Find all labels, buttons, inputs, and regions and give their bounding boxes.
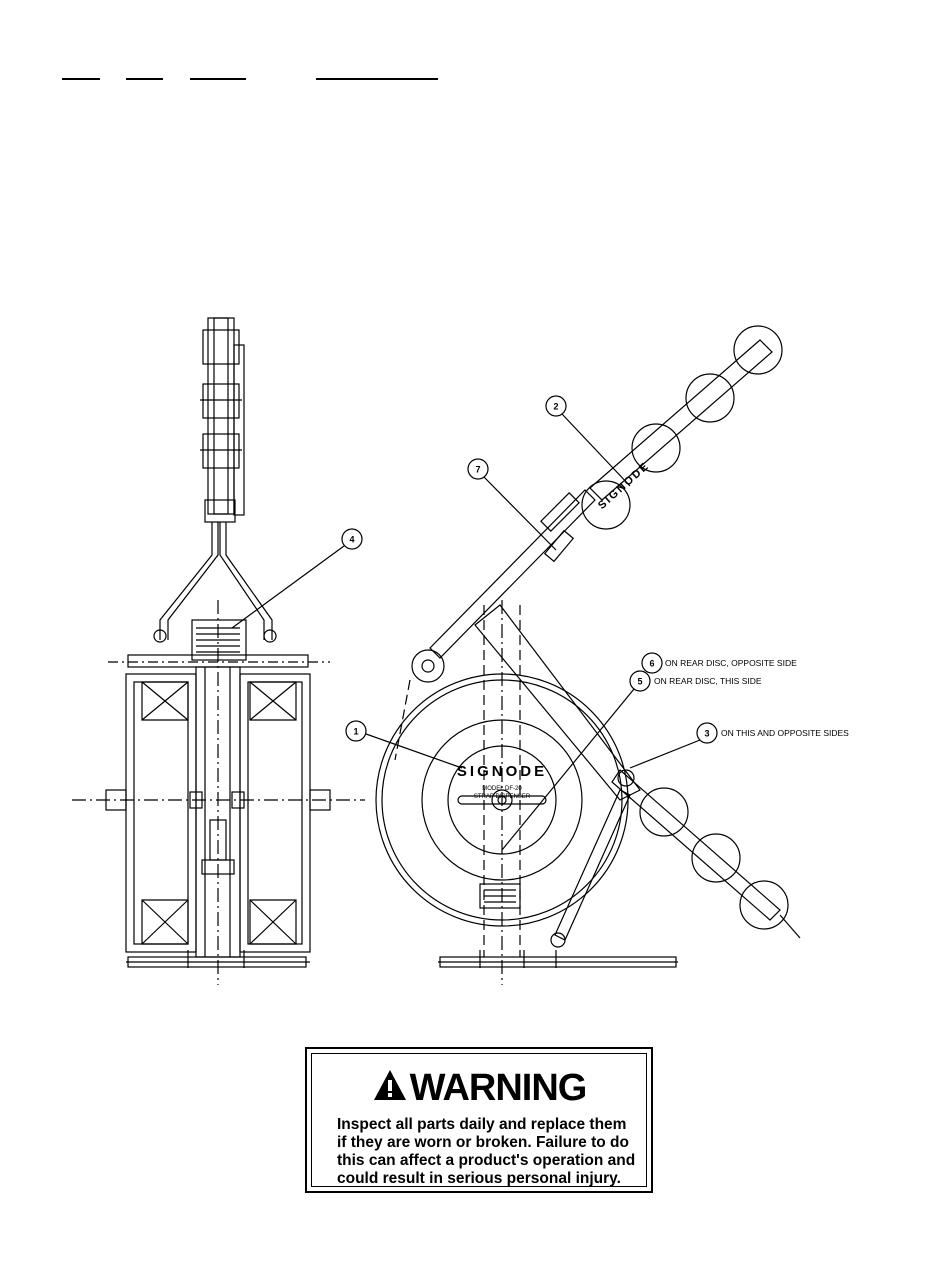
warning-heading-text: WARNING bbox=[409, 1067, 588, 1109]
header-blank-4 bbox=[316, 78, 438, 80]
warning-body: Inspect all parts daily and replace them… bbox=[337, 1116, 636, 1187]
callout-2: 2 bbox=[545, 395, 631, 487]
callout-3: 3 ON THIS AND OPPOSITE SIDES bbox=[629, 722, 849, 769]
svg-text:3: 3 bbox=[704, 729, 709, 739]
svg-text:6: 6 bbox=[649, 659, 654, 669]
svg-text:5: 5 bbox=[637, 677, 642, 687]
header-blank-1 bbox=[62, 78, 100, 80]
front-view bbox=[72, 317, 365, 985]
warning-box: WARNING Inspect all parts daily and repl… bbox=[305, 1047, 653, 1193]
header-blank-2 bbox=[126, 78, 163, 80]
warning-triangle-icon bbox=[373, 1070, 406, 1100]
reel-product-text: STRAP DISPENSER bbox=[474, 794, 531, 800]
arm-brand-text: SIGNODE bbox=[596, 460, 652, 512]
svg-text:2: 2 bbox=[553, 402, 558, 412]
side-view: SIGNODE MODEL DF-20 STRAP DISPENSER SIGN… bbox=[375, 325, 801, 985]
callout-4: 4 bbox=[231, 528, 363, 629]
reel-model-text: MODEL DF-20 bbox=[482, 786, 522, 792]
reel-brand-text: SIGNODE bbox=[457, 763, 547, 780]
svg-text:4: 4 bbox=[349, 535, 354, 545]
warning-heading: WARNING bbox=[312, 1068, 646, 1108]
callout-7: 7 bbox=[467, 458, 557, 551]
svg-text:ON REAR DISC, THIS SIDE: ON REAR DISC, THIS SIDE bbox=[654, 676, 762, 686]
svg-text:1: 1 bbox=[353, 727, 358, 737]
callout-1: 1 bbox=[345, 720, 463, 769]
callout-6: 6 ON REAR DISC, OPPOSITE SIDE bbox=[641, 652, 797, 674]
callout-5: 5 ON REAR DISC, THIS SIDE bbox=[501, 670, 762, 851]
svg-text:ON REAR DISC, OPPOSITE SIDE: ON REAR DISC, OPPOSITE SIDE bbox=[665, 658, 797, 668]
header-blank-3 bbox=[190, 78, 246, 80]
warning-box-inner: WARNING Inspect all parts daily and repl… bbox=[311, 1053, 647, 1187]
strap-dispenser-drawing: SIGNODE MODEL DF-20 STRAP DISPENSER SIGN… bbox=[72, 317, 849, 985]
svg-text:7: 7 bbox=[475, 465, 480, 475]
svg-text:ON THIS AND OPPOSITE SIDES: ON THIS AND OPPOSITE SIDES bbox=[721, 728, 849, 738]
